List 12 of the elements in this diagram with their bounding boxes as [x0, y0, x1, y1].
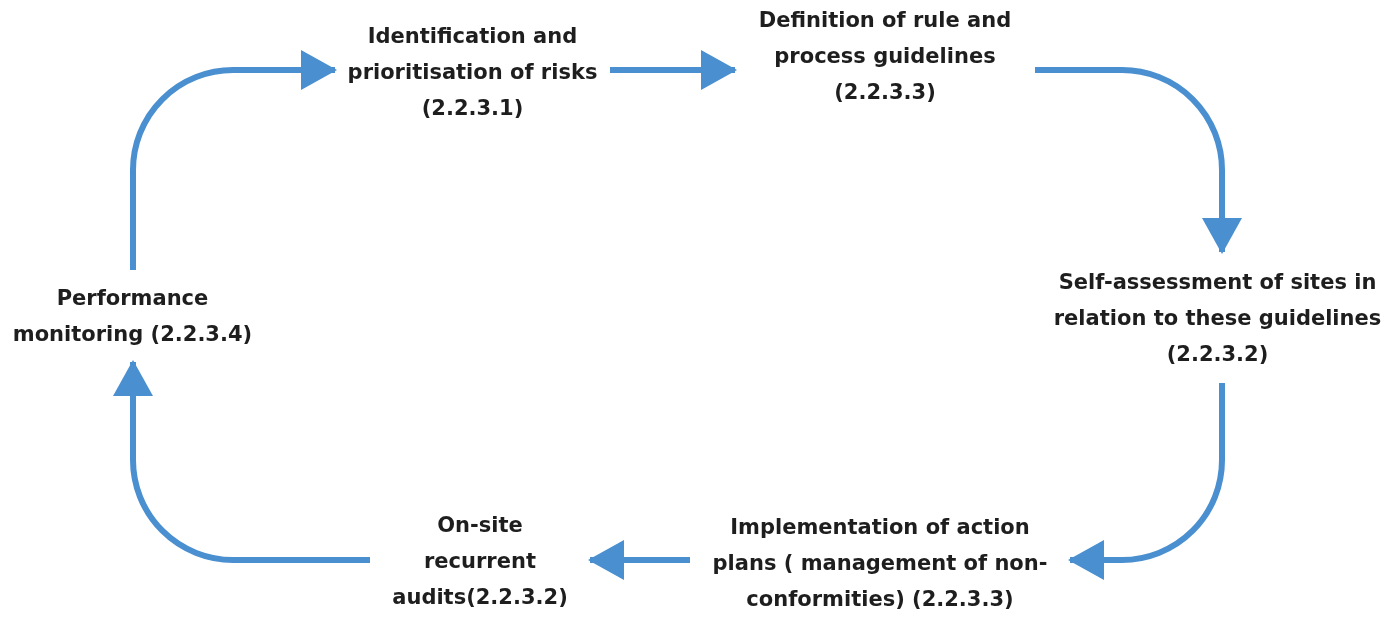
step-label: On-site recurrent audits(2.2.3.2) [391, 512, 569, 611]
step-label: Self-assessment of sites in relation to these guidelines (2.2.3.2) [1052, 268, 1383, 368]
arrow [130, 50, 337, 270]
arrow [1035, 67, 1242, 254]
step-label: Implementation of action plans ( management of non-conformities) (2.2.3.3) [711, 513, 1049, 613]
arrow [588, 540, 690, 580]
arrow [610, 50, 737, 90]
step-label: Definition of rule and process guidelines (2.2.3.3) [757, 6, 1013, 106]
step-label: Performance monitoring (2.2.3.4) [11, 285, 254, 348]
arrow [113, 360, 370, 563]
arrow [1068, 383, 1225, 580]
step-label: Identification and prioritisation of risks (2.2.3.1) [346, 22, 599, 122]
